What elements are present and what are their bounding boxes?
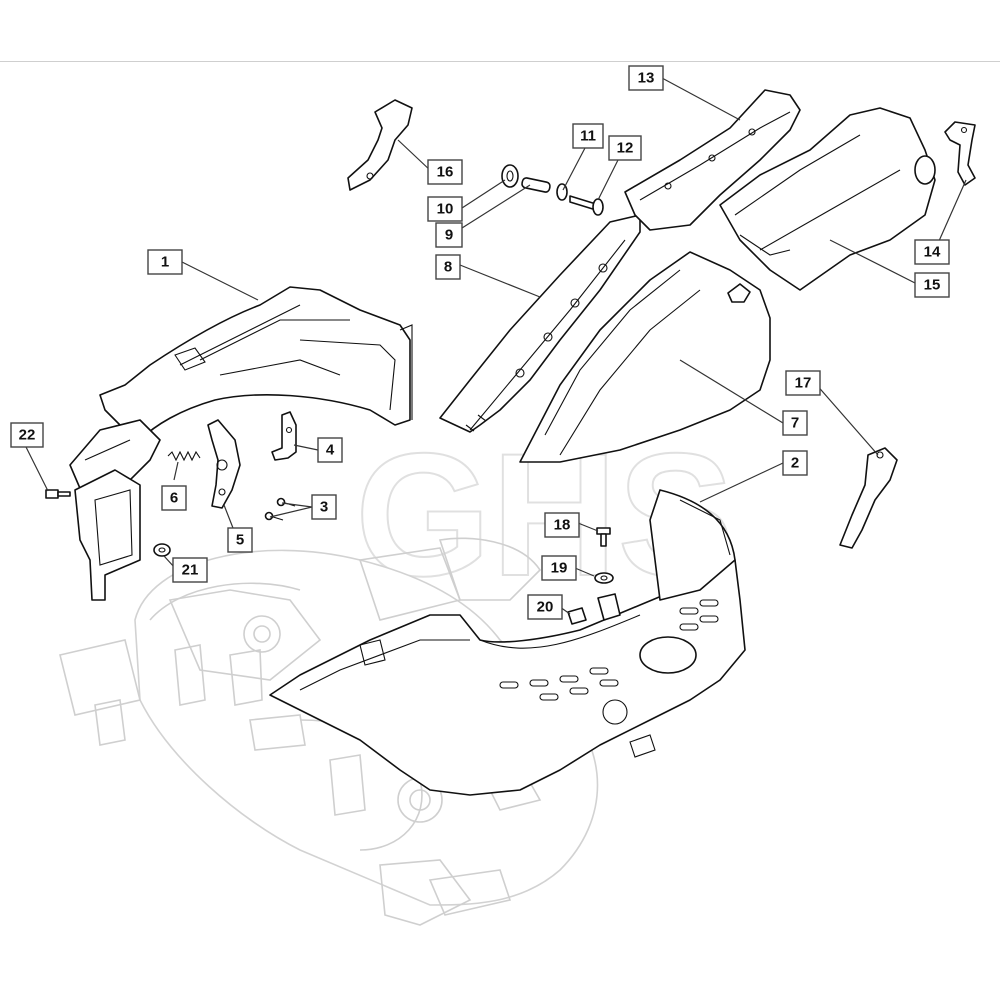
callout-label: 11 (580, 128, 596, 145)
callout-label: 13 (638, 70, 655, 87)
callout-2: 2 (782, 450, 808, 476)
callout-label: 6 (170, 490, 178, 507)
callout-5: 5 (227, 527, 253, 553)
callout-4: 4 (317, 437, 343, 463)
callout-label: 15 (924, 277, 941, 294)
part-15-rear-deflector (719, 107, 936, 291)
callout-19: 19 (541, 555, 577, 581)
part-5-lever (207, 419, 241, 509)
callout-14: 14 (914, 239, 950, 265)
callout-label: 19 (551, 560, 568, 577)
part-10-bushing (501, 164, 519, 188)
part-2-right-housing (269, 489, 746, 796)
part-14-small-bracket (944, 121, 976, 186)
part-6-spring (167, 450, 201, 462)
callout-label: 4 (326, 442, 335, 459)
callout-15: 15 (914, 272, 950, 298)
top-divider (0, 61, 1000, 62)
callout-12: 12 (608, 135, 642, 161)
callout-label: 14 (924, 244, 941, 261)
part-8-hinge-panel (439, 214, 641, 433)
callout-3: 3 (311, 494, 337, 520)
callout-22: 22 (10, 422, 44, 448)
callout-17: 17 (785, 370, 821, 396)
callout-11: 11 (572, 123, 604, 149)
part-1-left-housing (69, 286, 413, 601)
part-17-right-bracket (839, 447, 898, 549)
callout-label: 3 (320, 499, 328, 516)
callout-21: 21 (172, 557, 208, 583)
part-12-bolt (569, 195, 604, 216)
callout-1: 1 (147, 249, 183, 275)
callout-18: 18 (544, 512, 580, 538)
part-13-upper-flap (624, 89, 801, 231)
callout-label: 17 (795, 375, 812, 392)
part-22-bolt (45, 489, 71, 499)
part-16-upper-bracket (347, 99, 413, 191)
part-4-latch-bracket (271, 411, 297, 461)
callout-label: 7 (791, 415, 799, 432)
part-7-lower-deflector (519, 251, 771, 463)
callout-label: 20 (537, 599, 554, 616)
part-9-pin (521, 177, 551, 193)
part-21-washer (153, 543, 171, 557)
callout-9: 9 (435, 222, 463, 248)
callout-label: 1 (161, 254, 169, 271)
callout-6: 6 (161, 485, 187, 511)
callout-20: 20 (527, 594, 563, 620)
callout-label: 2 (791, 455, 799, 472)
callout-label: 10 (437, 201, 454, 218)
part-19-washer (594, 572, 614, 584)
callout-label: 21 (182, 562, 199, 579)
callout-label: 5 (236, 532, 244, 549)
callout-13: 13 (628, 65, 664, 91)
callout-label: 18 (554, 517, 571, 534)
callout-8: 8 (435, 254, 461, 280)
callout-label: 8 (444, 259, 452, 276)
callout-10: 10 (427, 196, 463, 222)
callout-label: 16 (437, 164, 454, 181)
part-3-screws (264, 497, 296, 521)
part-18-bolt (596, 527, 611, 547)
callout-label: 12 (617, 140, 634, 157)
part-20-clip (567, 593, 621, 625)
callout-label: 22 (19, 427, 36, 444)
callout-label: 9 (445, 227, 453, 244)
callout-16: 16 (427, 159, 463, 185)
callout-7: 7 (782, 410, 808, 436)
